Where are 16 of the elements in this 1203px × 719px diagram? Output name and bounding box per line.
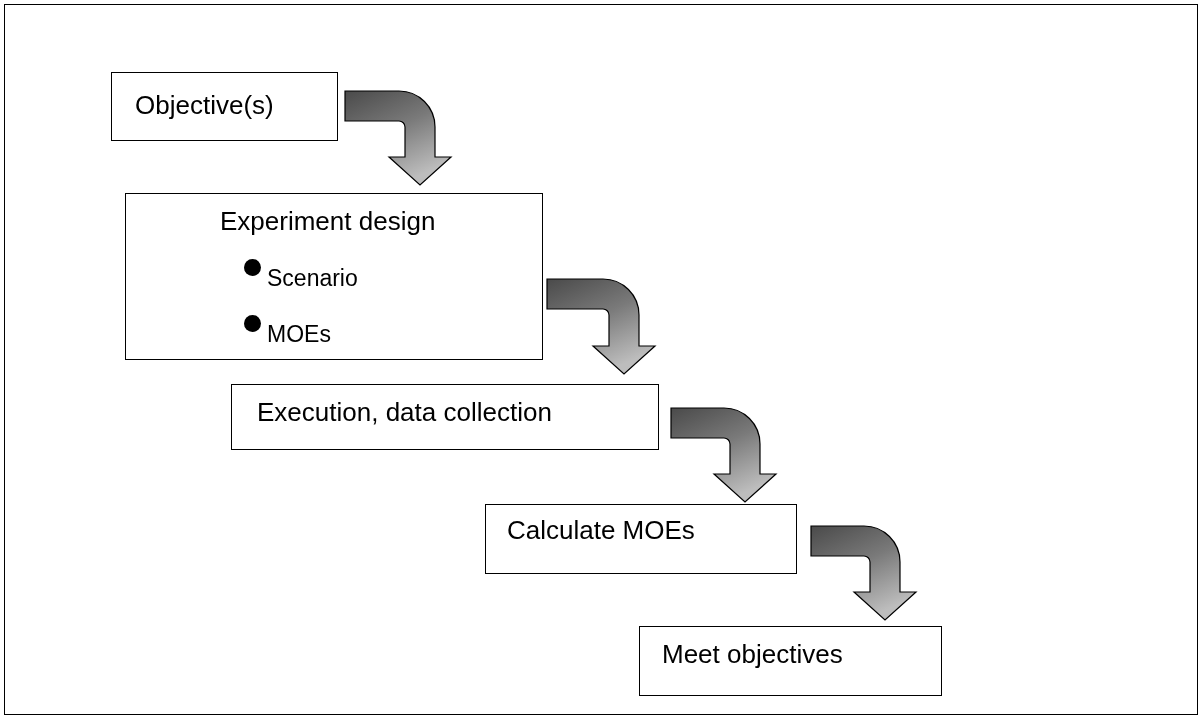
bullet-item: MOEs xyxy=(267,321,331,349)
step-title: Meet objectives xyxy=(662,639,843,671)
process-box xyxy=(125,193,543,360)
step-title: Objective(s) xyxy=(135,90,274,122)
curved-arrow xyxy=(546,278,656,375)
process-box xyxy=(231,384,659,450)
curved-arrow xyxy=(344,90,452,186)
step-title: Experiment design xyxy=(220,206,436,238)
process-box xyxy=(485,504,797,574)
process-box xyxy=(639,626,942,696)
step-title: Calculate MOEs xyxy=(507,515,695,547)
step-title: Execution, data collection xyxy=(257,397,552,429)
curved-arrow xyxy=(670,407,777,503)
curved-arrow xyxy=(810,525,917,621)
bullet-item: Scenario xyxy=(267,265,358,293)
process-box xyxy=(111,72,338,141)
